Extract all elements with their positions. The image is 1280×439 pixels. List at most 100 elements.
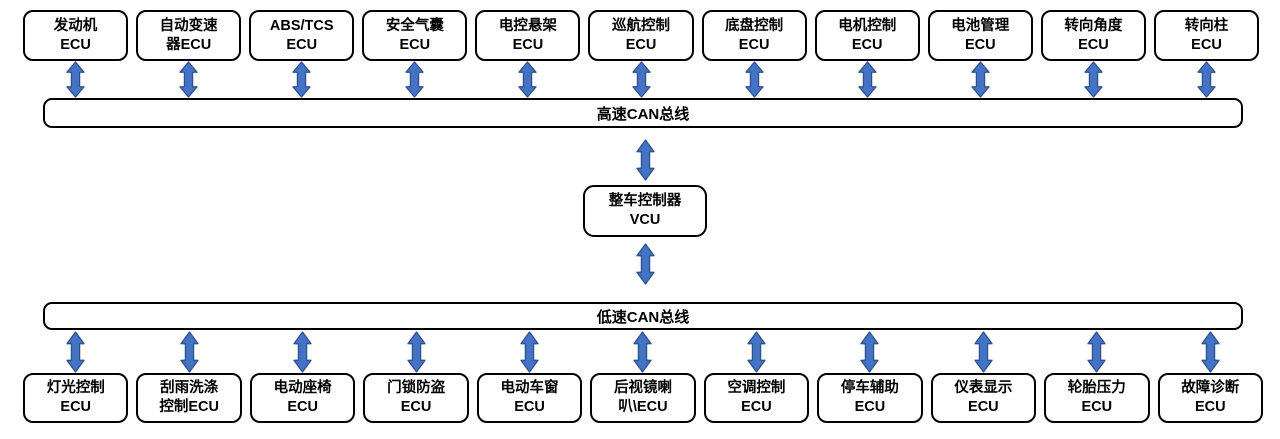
low-speed-can-bus: 低速CAN总线 — [43, 302, 1243, 330]
ecu-box-label-line1: 转向柱 — [1184, 17, 1229, 34]
double-arrow-icon — [518, 61, 538, 98]
ecu-box-wiper-washer-control-ecu: 刮雨洗涤 控制ECU — [136, 373, 242, 423]
ecu-box-label-line1: 电动座椅 — [273, 380, 332, 396]
ecu-box-label-line1: 电控悬架 — [498, 17, 557, 34]
vcu-label-line2: VCU — [629, 212, 661, 228]
double-arrow-icon — [406, 331, 426, 373]
ecu-box-power-seat-ecu: 电动座椅 ECU — [249, 373, 356, 423]
ecu-box-label-line2: ECU — [741, 399, 772, 415]
ecu-box-label-line1: 仪表显示 — [954, 380, 1013, 396]
vcu-label-line1: 整车控制器 — [608, 193, 682, 209]
double-arrow-icon — [635, 243, 655, 285]
ecu-box-label-line2: ECU — [1081, 399, 1113, 415]
bus-connector-tire-pressure-ecu — [1044, 331, 1149, 373]
ecu-box-label-line2: 控制ECU — [159, 399, 219, 415]
double-arrow-icon — [1197, 61, 1216, 98]
low-speed-ecu-row: 灯光控制 ECU 刮雨洗涤 控制ECU 电动座椅 ECU 门锁防盗 ECU 电动… — [23, 373, 1263, 423]
ecu-box-label-line2: ECU — [1078, 36, 1109, 53]
ecu-box-label-line2: ECU — [738, 36, 770, 53]
ecu-box-mirror-horn-ecu: 后视镜喇 叭\ECU — [590, 373, 696, 423]
high-speed-can-bus-label: 高速CAN总线 — [596, 105, 690, 123]
bus-connector-steering-column-ecu — [1154, 61, 1259, 98]
low-speed-can-bus-label: 低速CAN总线 — [596, 308, 690, 326]
ecu-box-label-line1: 电动车窗 — [500, 380, 559, 396]
double-arrow-icon — [858, 61, 877, 98]
bus-connector-door-lock-antitheft-ecu — [363, 331, 468, 373]
double-arrow-icon — [179, 61, 198, 98]
ecu-box-label-line2: 叭\ECU — [618, 399, 668, 415]
ecu-box-label-line1: 巡航控制 — [612, 17, 671, 34]
double-arrow-icon — [520, 331, 539, 373]
ecu-box-label-line2: ECU — [851, 36, 883, 53]
vcu-box: 整车控制器 VCU — [583, 185, 707, 237]
ecu-box-battery-management-ecu: 电池管理 ECU — [927, 10, 1033, 61]
ecu-box-label-line1: 电池管理 — [951, 17, 1010, 34]
ecu-box-label-line1: ABS/TCS — [269, 17, 334, 34]
bus-connector-lighting-control-ecu — [23, 331, 128, 373]
ecu-box-tire-pressure-ecu: 轮胎压力 ECU — [1044, 373, 1150, 423]
ecu-box-label-line1: 转向角度 — [1064, 17, 1123, 34]
ecu-box-label-line2: ECU — [512, 36, 544, 53]
ecu-box-parking-assist-ecu: 停车辅助 ECU — [817, 373, 923, 423]
ecu-box-label-line1: 轮胎压力 — [1067, 380, 1126, 396]
vcu-to-low-bus-connector — [635, 243, 655, 285]
bus-connector-steering-angle-ecu — [1041, 61, 1146, 98]
ecu-box-label-line1: 门锁防盗 — [387, 380, 446, 396]
ecu-box-label-line2: ECU — [854, 399, 886, 415]
ecu-box-label-line2: ECU — [968, 399, 999, 415]
ecu-box-power-window-ecu: 电动车窗 ECU — [476, 373, 583, 423]
ecu-box-label-line1: 停车辅助 — [840, 380, 899, 396]
ecu-box-label-line2: ECU — [514, 399, 545, 415]
double-arrow-icon — [180, 331, 199, 373]
ecu-box-label-line1: 电机控制 — [838, 17, 897, 34]
ecu-box-steering-column-ecu: 转向柱 ECU — [1153, 10, 1260, 61]
ecu-box-label-line2: ECU — [625, 36, 657, 53]
bus-connector-ac-control-ecu — [704, 331, 809, 373]
bus-connector-mirror-horn-ecu — [590, 331, 695, 373]
ecu-box-cruise-control-ecu: 巡航控制 ECU — [588, 10, 694, 61]
bus-connector-abs-tcs-ecu — [249, 61, 354, 98]
bus-connector-electronic-suspension-ecu — [475, 61, 580, 98]
ecu-box-label-line2: ECU — [964, 36, 996, 53]
double-arrow-icon — [974, 331, 993, 373]
double-arrow-icon — [744, 61, 764, 98]
bus-connector-chassis-control-ecu — [702, 61, 807, 98]
double-arrow-icon — [405, 61, 424, 98]
high-speed-can-bus: 高速CAN总线 — [43, 98, 1243, 128]
ecu-box-label-line1: 后视镜喇 — [613, 380, 672, 396]
low-speed-connector-row — [23, 331, 1263, 373]
double-arrow-icon — [633, 331, 653, 373]
double-arrow-icon — [66, 61, 85, 98]
double-arrow-icon — [1087, 331, 1106, 373]
bus-connector-motor-control-ecu — [815, 61, 920, 98]
double-arrow-icon — [293, 331, 312, 373]
ecu-box-label-line2: 器ECU — [166, 36, 212, 53]
double-arrow-icon — [1201, 331, 1220, 373]
bus-connector-instrument-display-ecu — [931, 331, 1036, 373]
double-arrow-icon — [1084, 61, 1103, 98]
bus-connector-wiper-washer-control-ecu — [136, 331, 241, 373]
ecu-box-airbag-ecu: 安全气囊 ECU — [362, 10, 468, 61]
ecu-box-label-line2: ECU — [60, 36, 91, 53]
ecu-box-abs-tcs-ecu: ABS/TCS ECU — [249, 10, 355, 61]
bus-connector-auto-transmission-ecu — [136, 61, 241, 98]
bus-connector-cruise-control-ecu — [588, 61, 693, 98]
double-arrow-icon — [971, 61, 990, 98]
ecu-box-chassis-control-ecu: 底盘控制 ECU — [701, 10, 807, 61]
ecu-box-instrument-display-ecu: 仪表显示 ECU — [930, 373, 1037, 423]
ecu-box-label-line2: ECU — [400, 399, 432, 415]
ecu-box-label-line1: 安全气囊 — [385, 17, 444, 34]
ecu-box-label-line2: ECU — [60, 399, 92, 415]
bus-connector-power-seat-ecu — [250, 331, 355, 373]
ecu-box-label-line2: ECU — [1191, 36, 1222, 53]
ecu-box-label-line1: 空调控制 — [727, 380, 786, 396]
high-speed-connector-row — [23, 61, 1259, 98]
ecu-box-label-line1: 灯光控制 — [46, 380, 105, 396]
double-arrow-icon — [292, 61, 311, 98]
double-arrow-icon — [631, 61, 651, 98]
ecu-box-label-line2: ECU — [286, 36, 318, 53]
ecu-box-label-line2: ECU — [1194, 399, 1226, 415]
ecu-box-lighting-control-ecu: 灯光控制 ECU — [23, 373, 129, 423]
ecu-box-label-line2: ECU — [399, 36, 431, 53]
